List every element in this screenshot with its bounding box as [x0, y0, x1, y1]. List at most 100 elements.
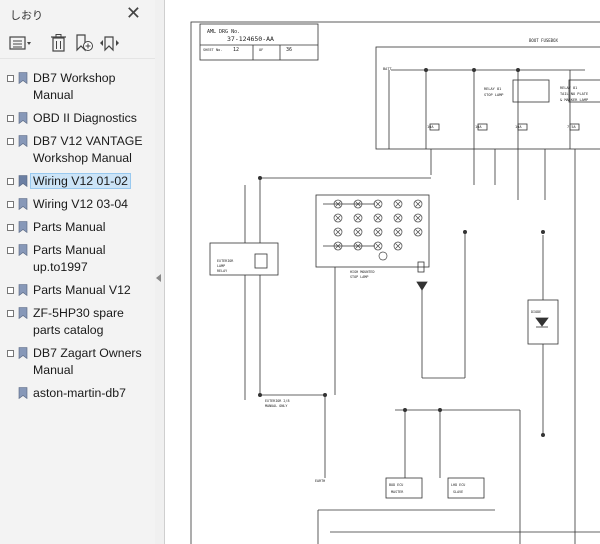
- bookmark-item[interactable]: OBD II Diagnostics: [0, 106, 155, 129]
- led-element: [333, 199, 343, 209]
- fusebox-label: BOOT FUSEBOX: [529, 38, 558, 43]
- expand-toggle-icon[interactable]: [7, 247, 14, 254]
- led-element: [373, 227, 383, 237]
- bookmark-label: Parts Manual: [33, 220, 106, 234]
- manual-only-line2: MANUAL ONLY: [265, 404, 287, 408]
- led-cross: [355, 201, 361, 207]
- led-element: [413, 227, 423, 237]
- led-element: [333, 213, 343, 223]
- manual-only-line1: EXTERIOR 2/8: [265, 399, 290, 403]
- bookmark-label: Manual: [33, 88, 74, 102]
- earth-label: EARTH: [315, 479, 325, 483]
- led-cross: [415, 215, 421, 221]
- bookmark-label: OBD II Diagnostics: [33, 111, 137, 125]
- relay-tail-line1: RELAY 81: [560, 86, 577, 90]
- expand-toggle-icon[interactable]: [7, 310, 14, 317]
- led-element: [373, 213, 383, 223]
- bookmark-label: DB7 V12 VANTAGE: [33, 134, 143, 148]
- led-cross: [375, 229, 381, 235]
- bookmark-item[interactable]: aston-martin-db7: [0, 381, 155, 404]
- expand-toggle-icon[interactable]: [7, 138, 14, 145]
- sheet-value: 12: [233, 47, 239, 53]
- expand-toggle-icon[interactable]: [7, 224, 14, 231]
- document-view[interactable]: AML DRG No. 37-124650-AA SHEET No. 12 OF…: [165, 0, 600, 544]
- expand-toggle-icon[interactable]: [7, 75, 14, 82]
- close-icon[interactable]: ✕: [125, 3, 141, 23]
- led-cross: [375, 201, 381, 207]
- expand-toggle-icon[interactable]: [7, 201, 14, 208]
- bookmark-icon: [18, 284, 28, 297]
- relay-tail-line3: & MARKER LAMP: [560, 98, 588, 102]
- led-cross: [355, 215, 361, 221]
- new-bookmark-icon[interactable]: [74, 34, 94, 52]
- led-cross: [395, 201, 401, 207]
- bookmark-icon: [18, 347, 28, 360]
- collapse-arrow-icon[interactable]: [156, 274, 161, 282]
- bookmarks-header: しおり ✕: [0, 0, 155, 28]
- fuse-label-4: 7.5A: [567, 125, 576, 129]
- ext-relay-line3: RELAY: [217, 269, 227, 273]
- expand-bookmark-icon[interactable]: [99, 34, 119, 52]
- bookmark-item[interactable]: Wiring V12 01-02: [0, 169, 155, 192]
- led-cross: [335, 243, 341, 249]
- expand-toggle-icon[interactable]: [7, 350, 14, 357]
- led-element: [393, 241, 403, 251]
- batt-label: BATT: [383, 67, 392, 71]
- bookmark-label: parts catalog: [33, 323, 104, 337]
- bookmarks-title: しおり: [10, 10, 43, 22]
- led-cross: [415, 229, 421, 235]
- bookmark-label: Manual: [33, 363, 74, 377]
- delete-bookmark-icon[interactable]: [49, 34, 69, 52]
- ecu-master-line2: MASTER: [391, 490, 404, 494]
- bookmark-item[interactable]: Parts Manual: [0, 215, 155, 238]
- bookmark-item[interactable]: DB7 V12 VANTAGE Workshop Manual: [0, 129, 155, 169]
- bookmark-label: Workshop Manual: [33, 151, 132, 165]
- led-cross: [375, 215, 381, 221]
- stop-lamp-line1: HIGH MOUNTED: [350, 270, 375, 274]
- bookmark-icon: [18, 198, 28, 211]
- of-label: OF: [259, 48, 263, 52]
- led-cross: [375, 243, 381, 249]
- led-element: [333, 241, 343, 251]
- ext-relay-line1: EXTERIOR: [217, 259, 234, 263]
- ecu-slave-line1: LHD ECU: [451, 483, 465, 487]
- led-element: [353, 199, 363, 209]
- relay-stop-line2: STOP LAMP: [484, 93, 503, 97]
- led-element: [413, 213, 423, 223]
- led-cross: [395, 229, 401, 235]
- fuse-label-1: 10A: [427, 125, 434, 129]
- led-cross: [355, 229, 361, 235]
- led-element: [353, 213, 363, 223]
- drawing-number: 37-124650-AA: [227, 35, 274, 43]
- expand-toggle-icon[interactable]: [7, 178, 14, 185]
- led-element: [393, 213, 403, 223]
- relay-tail-line2: TAIL NO PLATE: [560, 92, 588, 96]
- expand-toggle-icon[interactable]: [7, 287, 14, 294]
- led-element: [333, 227, 343, 237]
- led-cross: [355, 243, 361, 249]
- ext-relay-line2: LAMP: [217, 264, 225, 268]
- bookmark-label: ZF-5HP30 spare: [33, 306, 124, 320]
- dwg-label: AML DRG No.: [207, 29, 240, 35]
- options-menu-icon[interactable]: [9, 34, 31, 52]
- expand-toggle-icon[interactable]: [7, 115, 14, 122]
- fuse-label-2: 10A: [475, 125, 482, 129]
- bookmark-item[interactable]: Wiring V12 03-04: [0, 192, 155, 215]
- bookmarks-toolbar: [0, 28, 155, 59]
- led-cross: [395, 243, 401, 249]
- bookmark-icon: [18, 112, 28, 125]
- led-cross: [395, 215, 401, 221]
- bookmark-item[interactable]: Parts Manual V12: [0, 278, 155, 301]
- panel-splitter[interactable]: [155, 0, 165, 544]
- bookmark-icon: [18, 307, 28, 320]
- led-element: [413, 199, 423, 209]
- bookmark-item[interactable]: ZF-5HP30 spare parts catalog: [0, 301, 155, 341]
- bookmark-label: Parts Manual V12: [33, 283, 131, 297]
- led-cross: [415, 201, 421, 207]
- bookmark-label: Parts Manual: [33, 243, 106, 257]
